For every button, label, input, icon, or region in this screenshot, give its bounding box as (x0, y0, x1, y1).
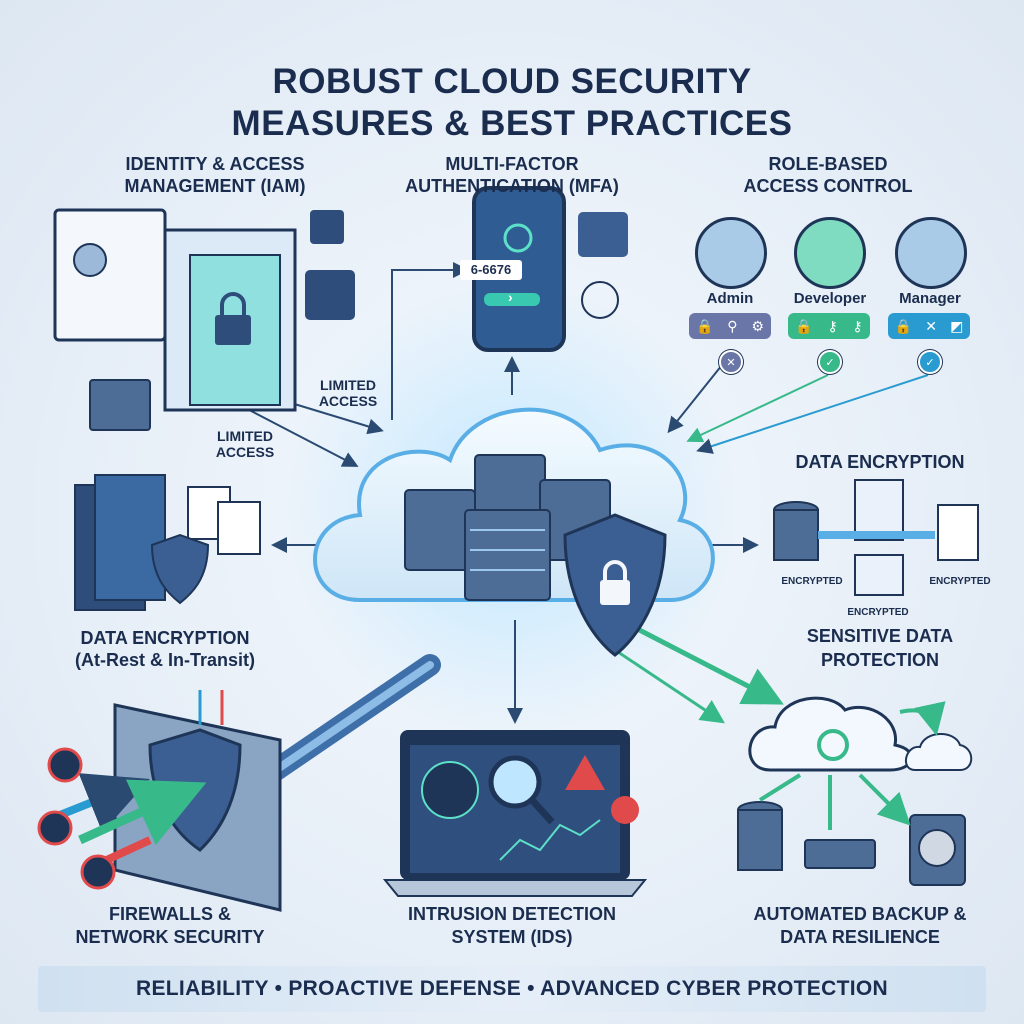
rbac-title-line2: ACCESS CONTROL (743, 176, 913, 196)
sensitive-data-line1: SENSITIVE DATA (806, 626, 954, 646)
mfa-title-line2: AUTHENTICATION (MFA) (405, 176, 619, 196)
page-title-line2: MEASURES & BEST PRACTICES (231, 104, 793, 143)
lock-icon: 🔒 (894, 317, 913, 334)
tools-icon: ✕ (925, 317, 937, 334)
server-stack-icon (404, 454, 611, 601)
developer-permissions-badge: 🔒 ⚷ ⚷ (788, 313, 870, 339)
footer-banner: RELIABILITY • PROACTIVE DEFENSE • ADVANC… (38, 966, 986, 1012)
fingerprint-icon (578, 212, 628, 257)
rbac-title-line1: ROLE-BASED (768, 154, 888, 174)
laptop-ids-icon (382, 730, 648, 897)
iam-title-line1: IDENTITY & ACCESS (125, 154, 305, 174)
sync-icon (817, 729, 849, 761)
lock-icon: 🔒 (695, 317, 714, 334)
ids-title-line1: INTRUSION DETECTION (407, 904, 617, 924)
backup-title-line2: DATA RESILIENCE (780, 927, 940, 947)
mfa-title-line1: MULTI-FACTOR (445, 154, 579, 174)
admin-permissions-badge: 🔒 ⚲ ⚙ (689, 313, 771, 339)
limited-access-label-1a: LIMITED (320, 377, 376, 393)
encrypted-label: ENCRYPTED (781, 576, 843, 587)
mfa-code-field[interactable]: 6-6676 (460, 260, 522, 280)
hacker-icon (47, 747, 83, 783)
bug-icon (80, 854, 116, 890)
firewall-icon (37, 690, 282, 912)
chart-icon: ◩ (950, 317, 964, 334)
key-icon: ⚷ (827, 317, 838, 334)
database-icon (737, 809, 783, 871)
documents-icon (74, 474, 261, 611)
sensitive-data-line2: PROTECTION (820, 650, 940, 670)
backup-cloud-icon (737, 696, 973, 886)
firewall-title-line2: NETWORK SECURITY (75, 927, 265, 947)
warning-icon (565, 755, 605, 790)
encrypted-label: ENCRYPTED (847, 607, 909, 618)
granted-icon: ✓ (818, 350, 842, 374)
fingerprint-icon (581, 281, 619, 319)
search-key-icon: ⚲ (727, 317, 738, 334)
data-encryption-left-line2: (At-Rest & In-Transit) (75, 650, 255, 670)
encrypted-label: ENCRYPTED (929, 576, 991, 587)
backup-title-line1: AUTOMATED BACKUP & (753, 904, 967, 924)
admin-avatar (695, 217, 767, 289)
manager-avatar (895, 217, 967, 289)
role-admin-label: Admin (706, 290, 754, 307)
shield-lock-icon (563, 513, 667, 657)
ids-title-line2: SYSTEM (IDS) (451, 927, 573, 947)
role-developer-label: Developer (793, 290, 867, 307)
mfa-submit-button[interactable]: › (508, 289, 513, 305)
magnifier-icon (488, 755, 542, 809)
nas-icon (804, 839, 876, 869)
denied-icon: ✕ (719, 350, 743, 374)
iam-door-icon (53, 208, 355, 431)
granted-icon: ✓ (918, 350, 942, 374)
data-encryption-left-line1: DATA ENCRYPTION (80, 628, 250, 648)
virus-icon (37, 810, 73, 846)
role-manager-label: Manager (899, 290, 961, 307)
limited-access-label-1b: ACCESS (318, 393, 378, 409)
iam-title-line2: MANAGEMENT (IAM) (124, 176, 306, 196)
developer-avatar (794, 217, 866, 289)
encryption-chain-icon (773, 479, 979, 596)
manager-permissions-badge: 🔒 ✕ ◩ (888, 313, 970, 339)
lock-icon: 🔒 (795, 317, 813, 334)
page-title-line1: ROBUST CLOUD SECURITY (272, 62, 752, 101)
firewall-title-line1: FIREWALLS & (109, 904, 231, 924)
limited-access-label-2a: LIMITED (217, 428, 273, 444)
key-icon: ⚷ (852, 317, 863, 334)
data-encryption-title: DATA ENCRYPTION (795, 452, 965, 472)
limited-access-label-2b: ACCESS (215, 444, 275, 460)
gear-icon: ⚙ (751, 317, 765, 334)
arrow-to-mfa (391, 262, 469, 420)
